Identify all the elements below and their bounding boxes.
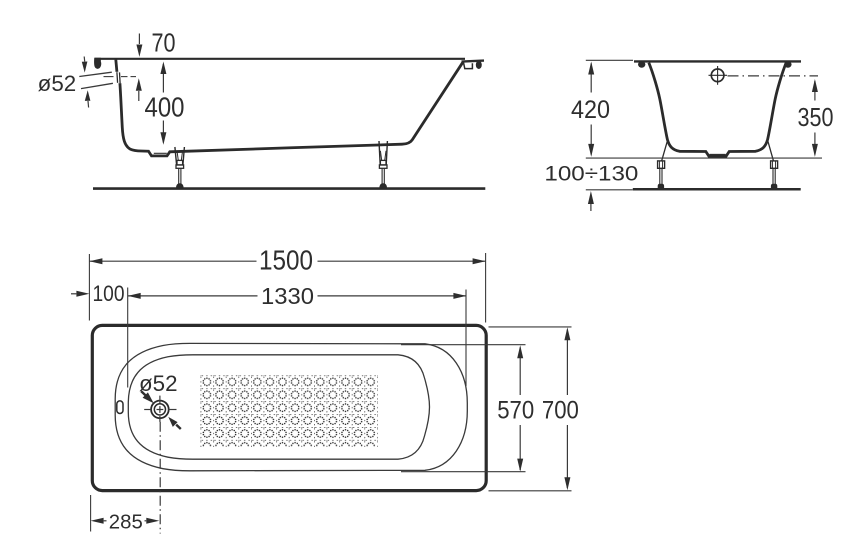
svg-text:285: 285 — [109, 510, 143, 533]
svg-text:400: 400 — [145, 92, 185, 123]
svg-text:1500: 1500 — [259, 245, 313, 276]
svg-text:100: 100 — [93, 281, 125, 306]
svg-text:420: 420 — [571, 96, 610, 124]
svg-text:570: 570 — [497, 397, 534, 425]
svg-text:1330: 1330 — [261, 283, 314, 309]
svg-text:700: 700 — [542, 397, 579, 425]
svg-text:ø52: ø52 — [38, 71, 76, 96]
svg-text:ø52: ø52 — [139, 371, 178, 396]
svg-text:100÷130: 100÷130 — [544, 162, 638, 186]
svg-text:350: 350 — [798, 102, 834, 132]
svg-text:70: 70 — [152, 28, 176, 58]
